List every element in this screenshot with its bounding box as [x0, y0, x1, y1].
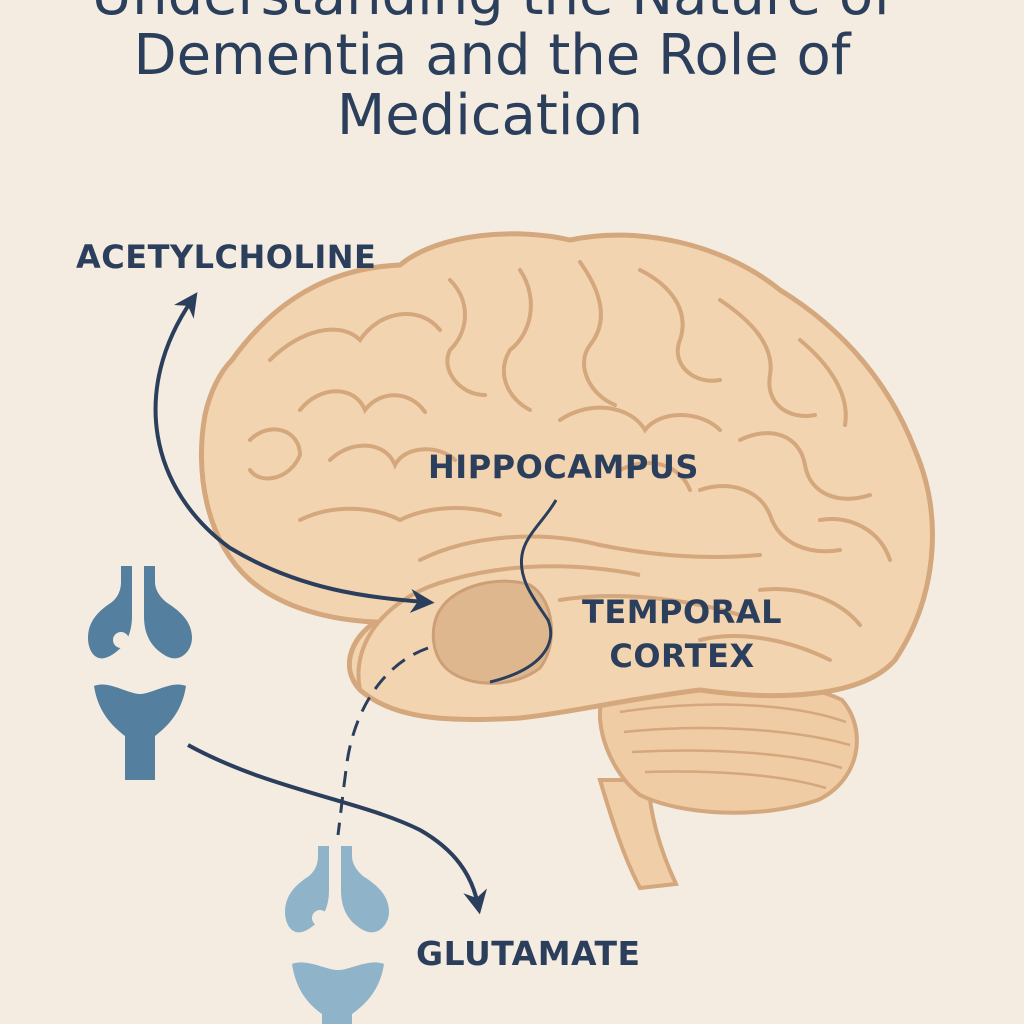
temporal-lobe-outline: [356, 564, 641, 691]
synapse-upper-icon: [88, 566, 192, 780]
page-title: Understanding the Nature of Dementia and…: [0, 0, 1024, 146]
hippocampus-label: HIPPOCAMPUS: [428, 448, 699, 486]
temporal-cortex-label: TEMPORAL CORTEX: [582, 590, 782, 678]
brain-stem: [597, 778, 680, 891]
title-line-3: Medication: [336, 83, 644, 148]
hippocampus-leader: [489, 499, 558, 684]
synapse-lower-icon: [285, 846, 389, 1024]
title-line-1: Understanding the Nature of: [0, 0, 1004, 26]
glutamate-label: GLUTAMATE: [416, 934, 641, 973]
temporal-cortex-line-2: CORTEX: [609, 637, 755, 675]
cerebellum-folds: [619, 703, 851, 790]
glutamate-arrow: [187, 743, 487, 915]
acetylcholine-label: ACETYLCHOLINE: [76, 238, 377, 276]
acetylcholine-arrow: [153, 292, 435, 613]
glutamate-dashed-link: [336, 646, 429, 836]
temporal-cortex-line-1: TEMPORAL: [582, 593, 782, 631]
hippocampus-region: [431, 579, 553, 685]
title-line-2: Dementia and the Role of: [133, 23, 851, 88]
